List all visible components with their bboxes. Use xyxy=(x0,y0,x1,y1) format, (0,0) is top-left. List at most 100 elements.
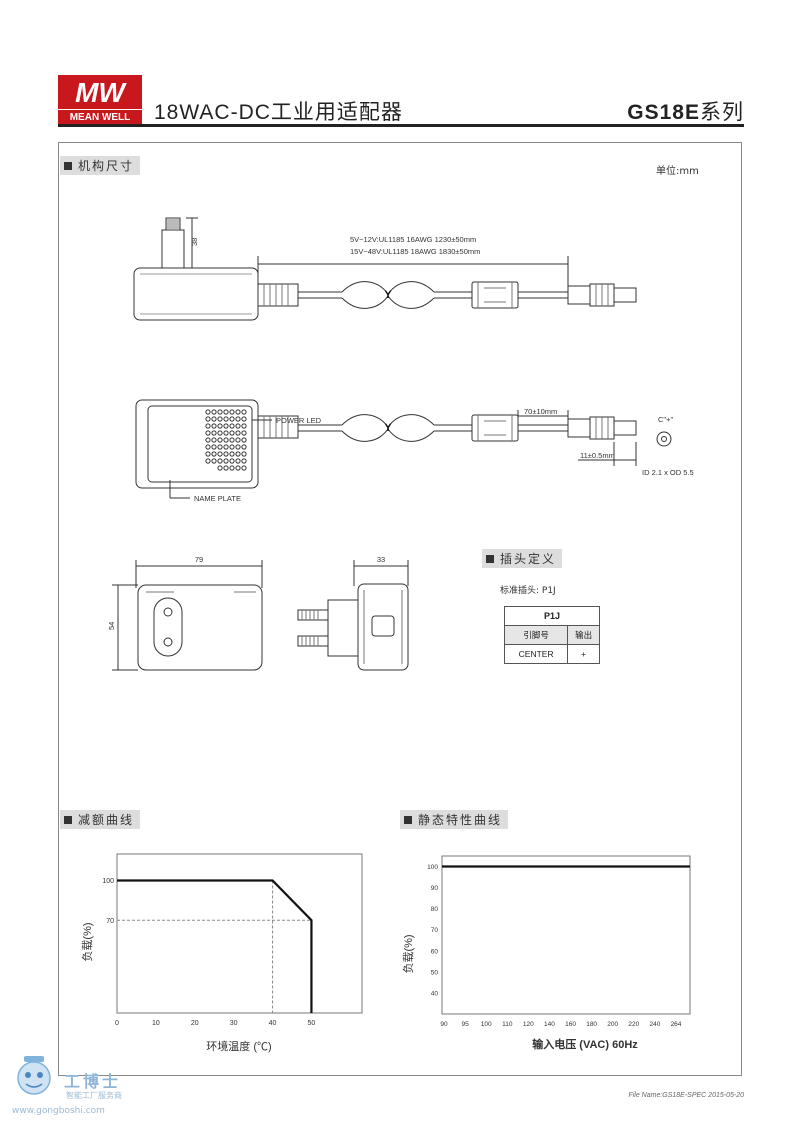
vent-hole xyxy=(211,458,217,464)
dc-plug-boot xyxy=(567,285,591,305)
vent-grid xyxy=(205,409,247,471)
document-title: 18WAC-DC工业用适配器 xyxy=(154,101,403,124)
cable-loop xyxy=(341,281,435,295)
y-tick-label: 70 xyxy=(431,927,439,934)
dim-54-label: 54 xyxy=(107,622,116,630)
vent-hole xyxy=(241,416,247,422)
strain-relief-ribs xyxy=(263,284,289,306)
power-led-label: POWER LED xyxy=(276,416,322,425)
vent-hole xyxy=(217,430,223,436)
derating-series-line xyxy=(117,879,313,1013)
vent-hole xyxy=(211,423,217,429)
col-pin-header: 引脚号 xyxy=(503,625,569,645)
mean-well-logo: MW MEAN WELL xyxy=(58,75,142,125)
vent-hole xyxy=(229,437,235,443)
vent-hole xyxy=(217,465,223,471)
strain-relief xyxy=(257,283,299,307)
side-view xyxy=(133,217,637,321)
name-plate-area xyxy=(147,405,253,483)
vent-hole xyxy=(217,458,223,464)
x-tick-label: 20 xyxy=(191,1020,199,1027)
vent-hole xyxy=(229,465,235,471)
vent-hole xyxy=(229,458,235,464)
static-plot-area xyxy=(441,855,691,1015)
logo-mark: MW xyxy=(58,75,142,109)
derating-section-title: 减额曲线 xyxy=(78,813,135,827)
cable-loop xyxy=(341,414,435,428)
vent-hole xyxy=(205,451,211,457)
x-tick-label: 10 xyxy=(152,1020,160,1027)
name-plate-label: NAME PLATE xyxy=(194,494,241,503)
mw-logo-icon: MW xyxy=(75,77,127,108)
cable-mark-top: Y xyxy=(384,289,392,301)
p1j-table: P1J 引脚号 输出 CENTER + xyxy=(503,606,600,664)
y-tick-label: 100 xyxy=(427,864,438,871)
vent-hole xyxy=(217,409,223,415)
section-bullet-icon xyxy=(64,162,72,170)
y-tick-label: 70 xyxy=(106,918,114,925)
plug-section-title: 插头定义 xyxy=(500,552,557,566)
dc-plug-barrel xyxy=(613,287,637,303)
row-output-cell: + xyxy=(567,644,600,664)
unit-label: 单位:mm xyxy=(656,166,699,177)
vent-hole xyxy=(241,444,247,450)
x-tick-label: 240 xyxy=(649,1021,660,1028)
vent-hole xyxy=(223,444,229,450)
content-frame xyxy=(58,142,742,1076)
x-tick-label: 30 xyxy=(230,1020,238,1027)
cable-spec-2: 15V~48V:UL1185 18AWG 1830±50mm xyxy=(350,247,480,256)
vent-hole xyxy=(217,437,223,443)
adapter-front xyxy=(137,584,263,671)
pin-hole xyxy=(163,607,173,617)
section-bullet-icon xyxy=(404,816,412,824)
static-section-header: 静态特性曲线 xyxy=(400,810,509,829)
vent-hole xyxy=(217,423,223,429)
vent-hole xyxy=(235,409,241,415)
vent-hole xyxy=(217,451,223,457)
vent-hole xyxy=(241,458,247,464)
vent-hole xyxy=(241,465,247,471)
dc-plug-barrel-top xyxy=(613,420,637,436)
mechanical-section-header: 机构尺寸 xyxy=(60,156,141,175)
y-tick-label: 50 xyxy=(431,969,439,976)
vent-hole xyxy=(235,458,241,464)
profile-detail xyxy=(371,615,395,637)
watermark-url: www.gongboshi.com xyxy=(12,1106,105,1116)
y-tick-label: 40 xyxy=(431,990,439,997)
vent-hole xyxy=(229,416,235,422)
x-tick-label: 0 xyxy=(115,1020,119,1027)
x-tick-label: 200 xyxy=(607,1021,618,1028)
watermark-robot-icon xyxy=(17,1056,51,1095)
derating-xlabel: 环境温度 (℃) xyxy=(206,1039,271,1053)
vent-hole xyxy=(235,465,241,471)
vent-hole xyxy=(223,416,229,422)
y-tick-label: 100 xyxy=(102,878,114,885)
y-tick-label: 90 xyxy=(431,885,439,892)
vent-hole xyxy=(235,451,241,457)
vent-hole xyxy=(235,430,241,436)
ferrite-core-top xyxy=(471,414,519,442)
vent-hole xyxy=(223,430,229,436)
vent-hole xyxy=(229,423,235,429)
vent-hole xyxy=(223,409,229,415)
dim-79-label: 79 xyxy=(195,555,203,564)
vent-hole xyxy=(241,423,247,429)
adapter-profile xyxy=(357,583,409,671)
vent-hole xyxy=(223,437,229,443)
adapter-housing-side xyxy=(133,267,259,321)
x-tick-label: 90 xyxy=(440,1021,448,1028)
ferrite-detail xyxy=(477,282,513,308)
dc-plug-boot-top xyxy=(567,418,591,438)
y-tick-label: 80 xyxy=(431,906,439,913)
dim-70-label: 70±10mm xyxy=(524,407,557,416)
x-tick-label: 120 xyxy=(523,1021,534,1028)
x-tick-label: 180 xyxy=(586,1021,597,1028)
vent-hole xyxy=(205,423,211,429)
dim-33-label: 33 xyxy=(377,555,385,564)
x-tick-label: 100 xyxy=(481,1021,492,1028)
vent-hole xyxy=(229,451,235,457)
